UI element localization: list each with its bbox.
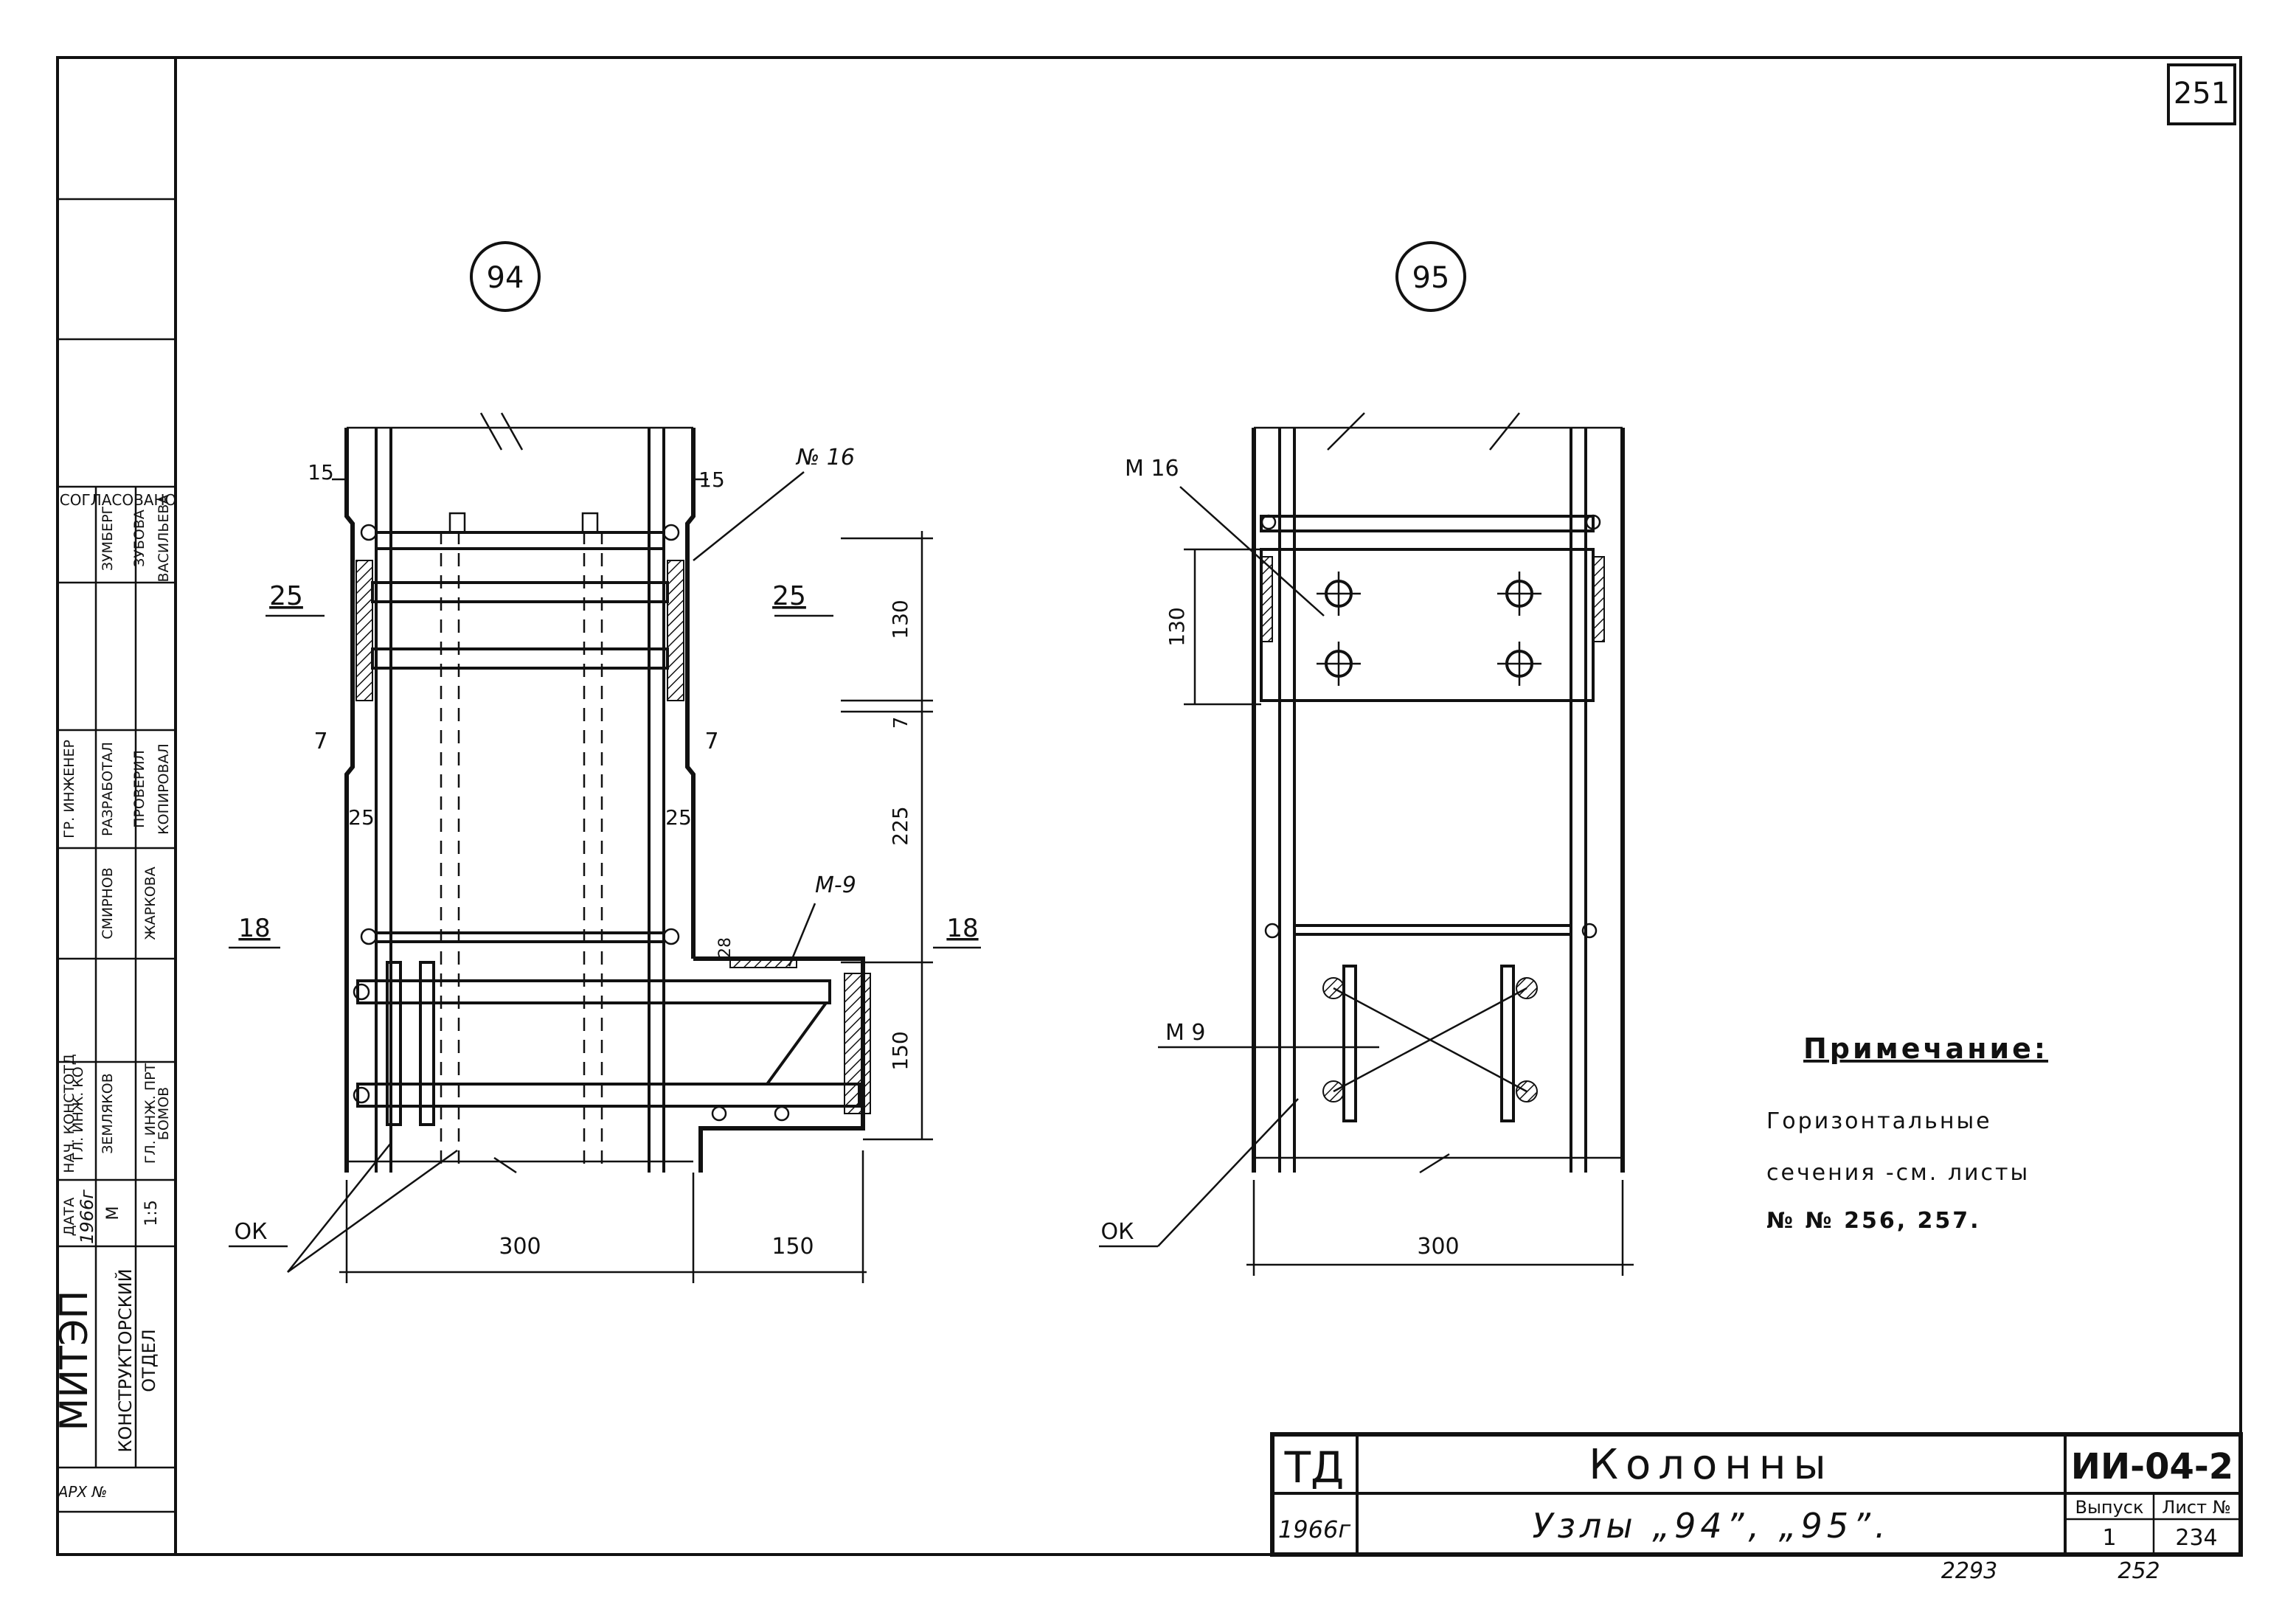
dim-right-18: 18 xyxy=(946,914,978,943)
name-6: ЗУБОВА xyxy=(131,510,148,567)
date-label: ДАТА xyxy=(61,1198,77,1236)
callout-m9: М-9 xyxy=(815,872,856,898)
note-line-2: сечения -см. листы xyxy=(1766,1160,2030,1186)
inv-label: АРХ № xyxy=(57,1483,108,1501)
dim-top-right: 15 xyxy=(698,468,725,492)
tb-title: Колонны xyxy=(1589,1441,1834,1489)
title-block xyxy=(1270,1432,2243,1557)
name-3: БОМОВ xyxy=(156,1087,172,1140)
dim-top-left: 15 xyxy=(308,460,334,485)
tb-subtitle: Узлы „94”, „95”. xyxy=(1532,1506,1890,1546)
role-5: РАЗРАБОТАЛ xyxy=(100,742,116,836)
dim-h150: 150 xyxy=(771,1234,814,1260)
dim-95-v130: 130 xyxy=(1165,607,1189,646)
tb-sheet-value: 234 xyxy=(2175,1525,2217,1551)
date-value: 1966г xyxy=(77,1190,97,1244)
scale-value: 1:5 xyxy=(142,1200,161,1226)
name-5: ЗУМБЕРГ xyxy=(100,506,116,571)
sheet-scale-bottom-2: 252 xyxy=(2118,1558,2160,1584)
node-94-drawing xyxy=(229,241,981,1283)
dim-v225: 225 xyxy=(888,806,912,845)
note-line-1: Горизонтальные xyxy=(1766,1108,1992,1134)
tb-code: ИИ-04-2 xyxy=(2071,1446,2233,1487)
dim-v7: 7 xyxy=(890,717,912,729)
dim-right-25: 25 xyxy=(772,581,806,611)
approval-header: СОГЛАСОВАНО xyxy=(60,491,177,509)
approval-strip xyxy=(56,56,177,1556)
role-7: КОПИРОВАЛ xyxy=(156,743,172,835)
name-4: ЖАРКОВА xyxy=(142,867,159,940)
role-4: ГР. ИНЖЕНЕР xyxy=(61,740,77,838)
tb-issue-value: 1 xyxy=(2102,1525,2116,1551)
callout-m16: М 16 xyxy=(1125,456,1179,482)
name-2: СМИРНОВ xyxy=(100,867,116,940)
node-95-drawing xyxy=(1099,241,1634,1276)
dim-left-7: 7 xyxy=(313,729,327,754)
dim-v28: 28 xyxy=(716,937,735,958)
name-1: ЗЕМЛЯКОВ xyxy=(100,1073,116,1154)
tb-year: 1966г xyxy=(1278,1515,1350,1543)
role-2: ГЛ. ИНЖ. КО xyxy=(70,1066,86,1160)
role-3: ГЛ. ИНЖ. ПРТ xyxy=(142,1063,159,1164)
node-95-label: 95 xyxy=(1412,261,1450,295)
callout-ok-94: ОК xyxy=(235,1219,268,1245)
sheet-scale-bottom-1: 2293 xyxy=(1941,1558,1997,1584)
dim-v150: 150 xyxy=(888,1031,912,1070)
name-7: ВАСИЛЬЕВА xyxy=(156,495,172,583)
note-title: Примечание: xyxy=(1803,1032,2048,1065)
dept-line-1: КОНСТРУКТОРСКИЙ xyxy=(114,1268,136,1452)
dim-h300: 300 xyxy=(499,1234,541,1260)
callout-n16: № 16 xyxy=(795,445,855,470)
dim-right-7: 7 xyxy=(704,729,718,754)
node-94-label: 94 xyxy=(487,261,524,295)
dim-v130: 130 xyxy=(888,600,912,639)
dim-95-h300: 300 xyxy=(1417,1234,1459,1260)
tb-issue-label: Выпуск xyxy=(2075,1497,2144,1518)
tb-sheet-label: Лист № xyxy=(2162,1497,2230,1518)
role-6: ПРОВЕРИЛ xyxy=(131,750,148,828)
callout-ok-95: ОК xyxy=(1101,1219,1134,1245)
tb-org: ТД xyxy=(1284,1442,1345,1493)
callout-m9-95: М 9 xyxy=(1165,1020,1206,1046)
dim-right-small-25: 25 xyxy=(665,805,692,830)
dept-line-2: ОТДЕЛ xyxy=(139,1329,159,1392)
scale-label: М xyxy=(104,1206,122,1220)
role-1: НАЧ. КОНСТОТД xyxy=(61,1054,77,1173)
dim-left-small-25: 25 xyxy=(348,805,375,830)
sheet-number: 251 xyxy=(2174,77,2230,111)
sheet-frame xyxy=(56,56,2242,1556)
note-line-3: № № 256, 257. xyxy=(1766,1208,1981,1234)
org-name: МИТЭП xyxy=(52,1291,97,1431)
dim-left-18: 18 xyxy=(238,914,270,943)
dim-left-25: 25 xyxy=(269,581,303,611)
